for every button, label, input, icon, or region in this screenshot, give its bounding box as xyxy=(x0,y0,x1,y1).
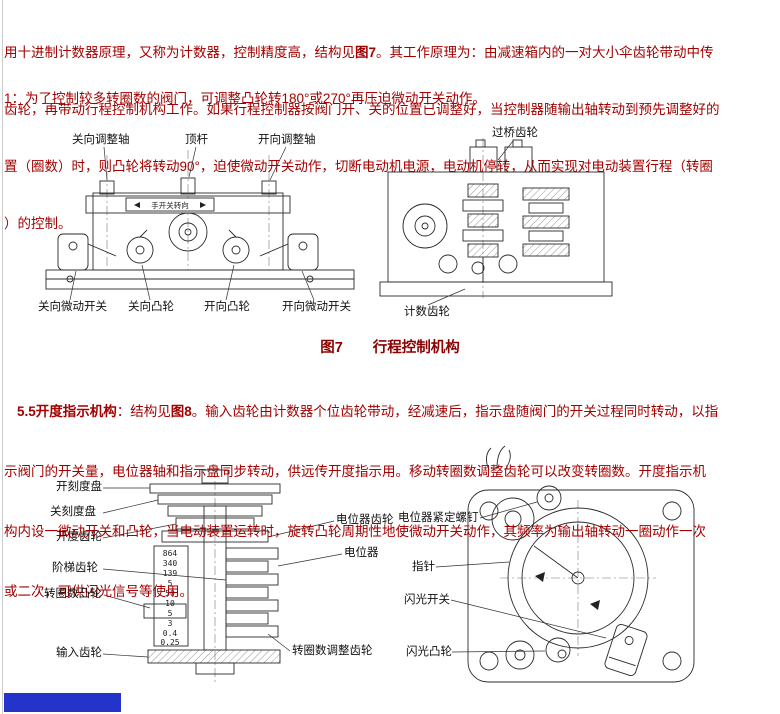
label-counting-gear: 计数齿轮 xyxy=(404,306,450,318)
text-segment: 用十进制计数器原理，又称为计数器，控制精度高，结构见 xyxy=(4,45,355,60)
label-flash-cam: 闪光凸轮 xyxy=(406,646,452,658)
label-open-micro-switch: 开向微动开关 xyxy=(282,301,351,313)
label-close-cam: 关向凸轮 xyxy=(128,301,174,313)
figure7-caption-title: 行程控制机构 xyxy=(372,340,460,356)
page-left-border xyxy=(2,0,3,714)
label-turns-adjust-gear: 转圈数调整齿轮 xyxy=(292,645,373,657)
section-5-5-heading: 5.5开度指示机构 xyxy=(17,404,117,419)
label-potentiometer: 电位器 xyxy=(344,547,379,559)
label-turns-cam: 转圈数凸轮 xyxy=(44,588,102,600)
figure7-caption: 图7 行程控制机构 xyxy=(0,336,780,357)
label-opening-gear: 开度齿轮 xyxy=(56,531,102,543)
section-5-5-line-4: 或二次，可供闪光信号等使用。 xyxy=(4,584,193,599)
text-segment: 。输入齿轮由计数器个位齿轮带动，经减速后，指示盘随阀门的开关过程同时转动，以指 xyxy=(191,404,719,419)
figure7-ref: 图7 xyxy=(355,45,377,60)
label-open-adjust-shaft: 开向调整轴 xyxy=(258,134,316,146)
section-5-5-line-2: 示阀门的开关量，电位器轴和指示盘同步转动，供远传开度指示用。移动转圈数调整齿轮可… xyxy=(4,464,706,479)
label-pointer: 指针 xyxy=(412,561,435,573)
label-potentiometer-set-screw: 电位器紧定螺钉 xyxy=(398,512,479,524)
section-5-5-line-3: 构内设一微动开关和凸轮，当电动装置运转时，旋转凸轮周期性地使微动开关动作，其频率… xyxy=(4,524,706,539)
section-5-5-paragraph: 5.5开度指示机构：结构见图8。输入齿轮由计数器个位齿轮带动，经减速后，指示盘随… xyxy=(4,362,718,642)
intro-line-2: 齿轮，再带动行程控制机构工作。如果行程控制器按阀门开、关的位置已调整好，当控制器… xyxy=(4,102,720,117)
label-potentiometer-gear: 电位器齿轮 xyxy=(336,514,394,526)
figure8-ref: 图8 xyxy=(170,404,192,419)
label-input-gear: 输入齿轮 xyxy=(56,647,102,659)
label-close-dial: 关刻度盘 xyxy=(50,506,96,518)
note-line: 1：为了控制较多转圈数的阀门，可调整凸轮转180°或270°再压迫微动开关动作。 xyxy=(4,91,486,106)
label-open-cam: 开向凸轮 xyxy=(204,301,250,313)
label-push-rod: 顶杆 xyxy=(185,134,208,146)
label-bridge-gear: 过桥齿轮 xyxy=(492,127,538,139)
label-close-adjust-shaft: 关向调整轴 xyxy=(72,134,130,146)
label-open-dial: 开刻度盘 xyxy=(56,481,102,493)
figure7-caption-number: 图7 xyxy=(320,340,343,356)
intro-paragraph: 用十进制计数器原理，又称为计数器，控制精度高，结构见图7。其工作原理为：由减速箱… xyxy=(4,5,720,271)
label-close-micro-switch: 关向微动开关 xyxy=(38,301,107,313)
text-segment: 。其工作原理为：由减速箱内的一对大小伞齿轮带动中传 xyxy=(376,45,714,60)
label-step-gear: 阶梯齿轮 xyxy=(52,562,98,574)
footer-blue-bar[interactable] xyxy=(4,693,121,712)
section-5-5-line-1: 5.5开度指示机构：结构见图8。输入齿轮由计数器个位齿轮带动，经减速后，指示盘随… xyxy=(4,402,718,422)
text-segment: ：结构见 xyxy=(116,404,171,419)
intro-line-4: ）的控制。 xyxy=(4,216,72,231)
intro-line-3: 置（圈数）时，则凸轮将转动90°，迫使微动开关动作，切断电动机电源，电动机停转，… xyxy=(4,159,713,174)
label-flash-switch: 闪光开关 xyxy=(404,594,450,606)
intro-line-1: 用十进制计数器原理，又称为计数器，控制精度高，结构见图7。其工作原理为：由减速箱… xyxy=(4,43,720,62)
